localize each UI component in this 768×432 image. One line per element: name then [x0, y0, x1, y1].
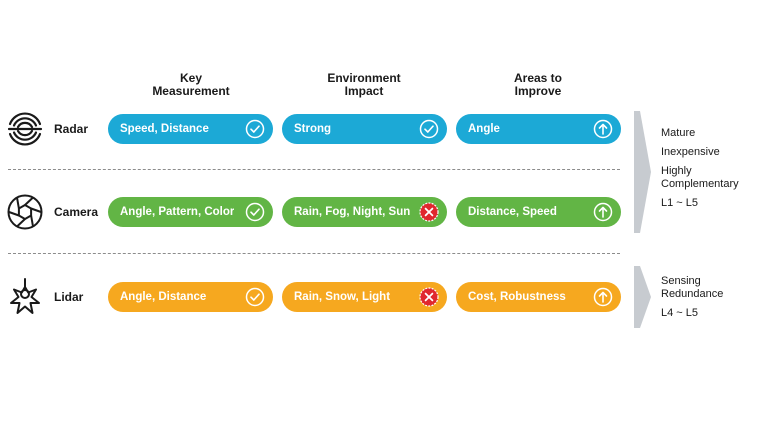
sensor-label: Lidar [54, 290, 84, 304]
radar-icon [7, 112, 43, 146]
measurement-pill: Angle, Distance [108, 282, 273, 312]
note-item: Highly Complementary [661, 165, 739, 190]
note-item: Sensing Redundance [661, 275, 724, 300]
camera-aperture-icon [7, 194, 43, 230]
note-item: Inexpensive [661, 146, 720, 158]
check-icon [419, 119, 439, 139]
impact-pill: Rain, Fog, Night, Sun [282, 197, 447, 227]
check-icon [245, 202, 265, 222]
impact-pill: Rain, Snow, Light [282, 282, 447, 312]
group-notes-lidar: Sensing Redundance L4 ~ L5 [661, 275, 741, 326]
improve-pill: Cost, Robustness [456, 282, 621, 312]
up-arrow-icon [593, 119, 613, 139]
check-icon [245, 287, 265, 307]
check-icon [245, 119, 265, 139]
row-divider [8, 169, 620, 170]
group-bracket-arrow [634, 266, 651, 328]
up-arrow-icon [593, 202, 613, 222]
note-item: L1 ~ L5 [661, 197, 699, 209]
row-divider [8, 253, 620, 254]
measurement-pill: Angle, Pattern, Color [108, 197, 273, 227]
up-arrow-icon [593, 287, 613, 307]
sensor-camera: Camera [6, 194, 99, 230]
cross-icon [419, 287, 439, 307]
improve-pill: Distance, Speed [456, 197, 621, 227]
group-notes-radar-camera: Mature Inexpensive Highly Complementary … [661, 127, 761, 216]
group-bracket-arrow [634, 111, 651, 233]
sensor-label: Radar [54, 122, 89, 136]
measurement-pill: Speed, Distance [108, 114, 273, 144]
sensor-lidar: Lidar [6, 278, 84, 314]
sensor-radar: Radar [6, 112, 88, 146]
cross-icon [419, 202, 439, 222]
impact-pill: Strong [282, 114, 447, 144]
note-item: L4 ~ L5 [661, 307, 699, 319]
improve-pill: Angle [456, 114, 621, 144]
note-item: Mature [661, 127, 696, 139]
lidar-icon [10, 278, 40, 314]
sensor-label: Camera [54, 205, 99, 219]
